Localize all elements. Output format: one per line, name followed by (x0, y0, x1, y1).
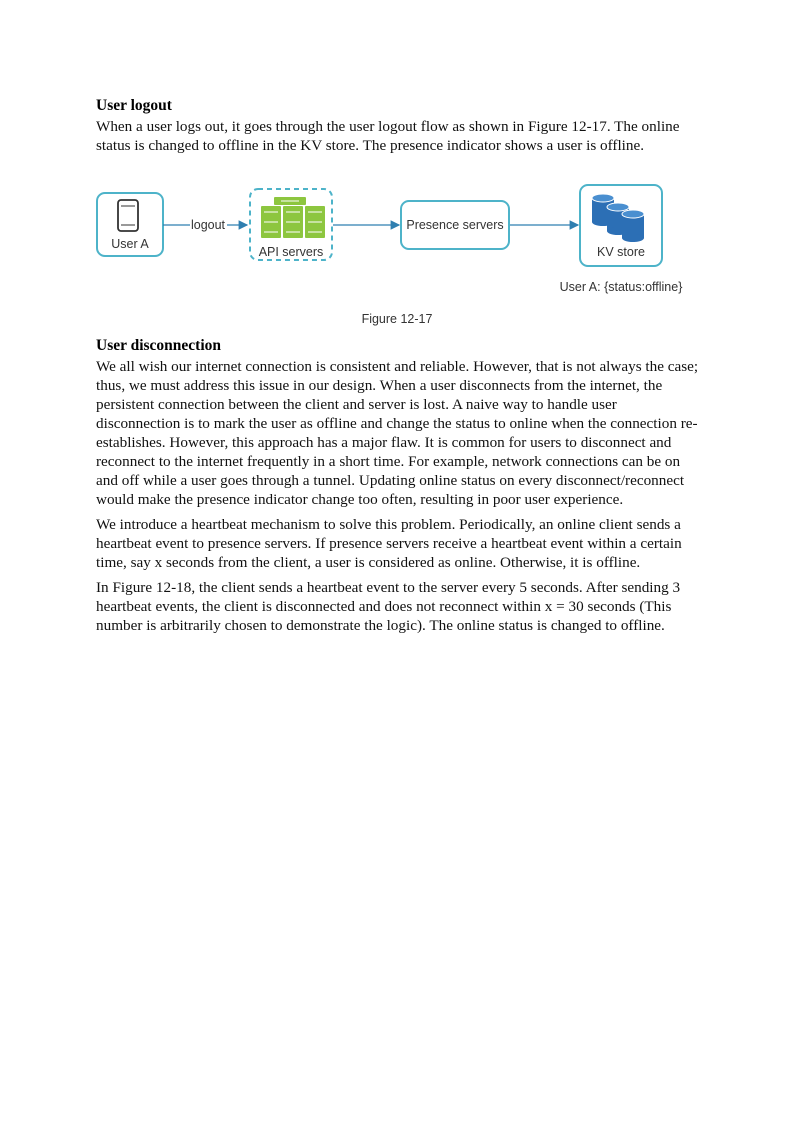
section-user-logout: User logout When a user logs out, it goe… (96, 96, 700, 155)
section-paragraph: When a user logs out, it goes through th… (96, 118, 680, 154)
logout-edge-label: logout (191, 218, 226, 232)
presence-servers-node: Presence servers (400, 200, 510, 250)
logout-edge: logout (163, 218, 249, 232)
section-paragraph: In Figure 12-18, the client sends a hear… (96, 579, 681, 634)
user-a-label: User A (111, 237, 149, 251)
section-paragraph: We all wish our internet connection is c… (96, 358, 699, 508)
api-servers-label: API servers (259, 245, 324, 259)
api-servers-node: API servers (249, 188, 333, 261)
section-paragraph: We introduce a heartbeat mechanism to so… (96, 516, 682, 571)
server-rack-icon (261, 197, 325, 238)
user-a-node: User A (96, 192, 164, 257)
figure-caption: Figure 12-17 (362, 312, 433, 326)
section-heading: User disconnection (96, 337, 222, 354)
section-heading: User logout (96, 97, 172, 114)
presence-servers-label: Presence servers (406, 218, 503, 232)
kv-store-node: KV store (579, 184, 663, 267)
status-note: User A: {status:offline} (560, 280, 683, 294)
logout-flow-diagram: User A logout (96, 184, 683, 326)
database-icon (591, 193, 645, 242)
section-user-disconnection: User disconnection We all wish our inter… (96, 336, 700, 635)
phone-icon (117, 199, 139, 232)
kv-store-label: KV store (597, 245, 645, 259)
